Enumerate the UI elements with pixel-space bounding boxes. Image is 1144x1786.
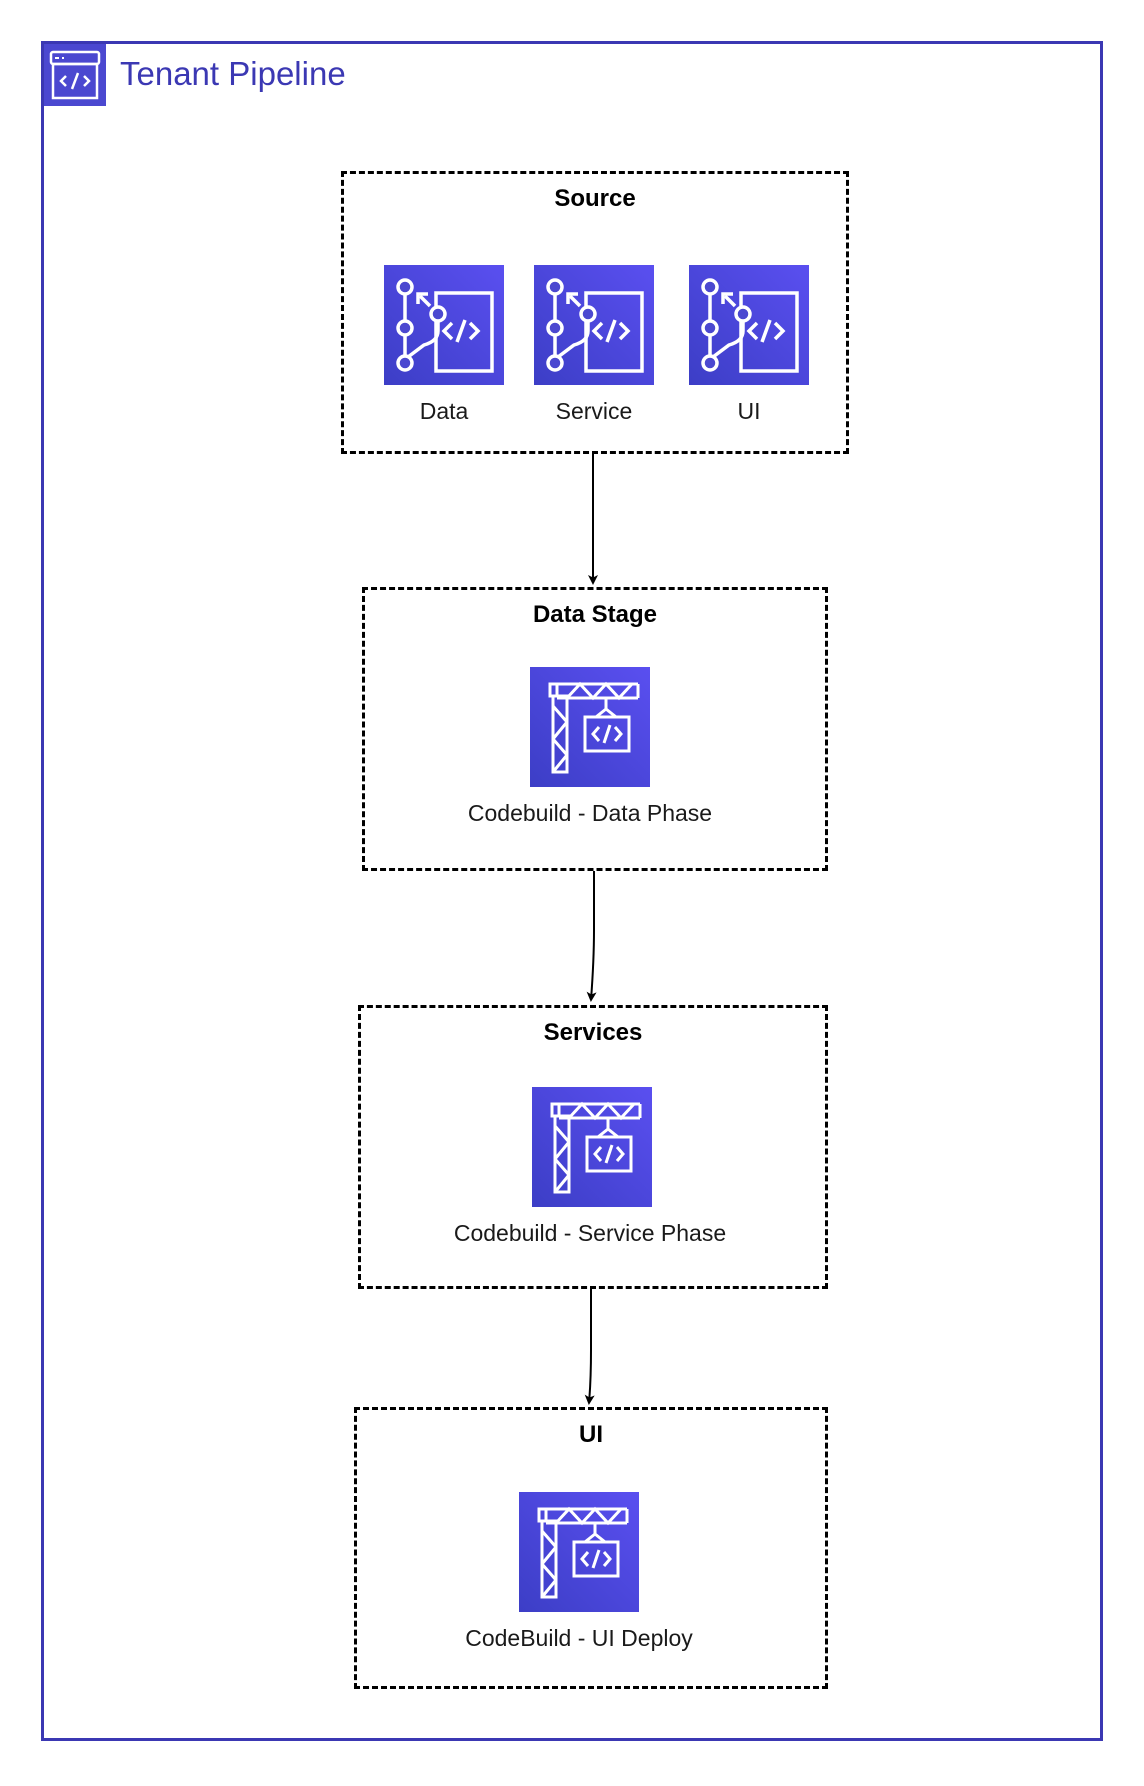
source-group-label: Source <box>554 185 636 212</box>
repo-ui-node <box>689 265 809 385</box>
data-stage-group: Data Stage <box>362 587 828 871</box>
codebuild-service-label: Codebuild - Service Phase <box>453 1220 727 1246</box>
repo-data-node <box>384 265 504 385</box>
codecommit-repository-icon <box>546 278 644 373</box>
codebuild-icon <box>548 681 640 774</box>
codebuild-ui-node <box>519 1492 639 1612</box>
codebuild-icon <box>537 1506 629 1599</box>
repo-service-node <box>534 265 654 385</box>
codepipeline-icon <box>44 44 106 106</box>
repo-ui-label: UI <box>737 398 761 424</box>
codebuild-service-node <box>532 1087 652 1207</box>
ui-group: UI <box>354 1407 828 1689</box>
codebuild-icon <box>550 1101 642 1194</box>
codebuild-ui-label: CodeBuild - UI Deploy <box>465 1625 693 1651</box>
services-group-label: Services <box>543 1019 643 1046</box>
codecommit-repository-icon <box>701 278 799 373</box>
source-group: Source <box>341 171 849 454</box>
codebuild-data-label: Codebuild - Data Phase <box>467 800 713 826</box>
page-title: Tenant Pipeline <box>120 55 346 92</box>
codecommit-repository-icon <box>396 278 494 373</box>
repo-service-label: Service <box>555 398 633 424</box>
services-group: Services <box>358 1005 828 1289</box>
ui-group-label: UI <box>579 1421 603 1448</box>
pipeline-frame <box>41 41 1103 1741</box>
codebuild-data-node <box>530 667 650 787</box>
data-stage-group-label: Data Stage <box>532 601 658 628</box>
repo-data-label: Data <box>419 398 469 424</box>
